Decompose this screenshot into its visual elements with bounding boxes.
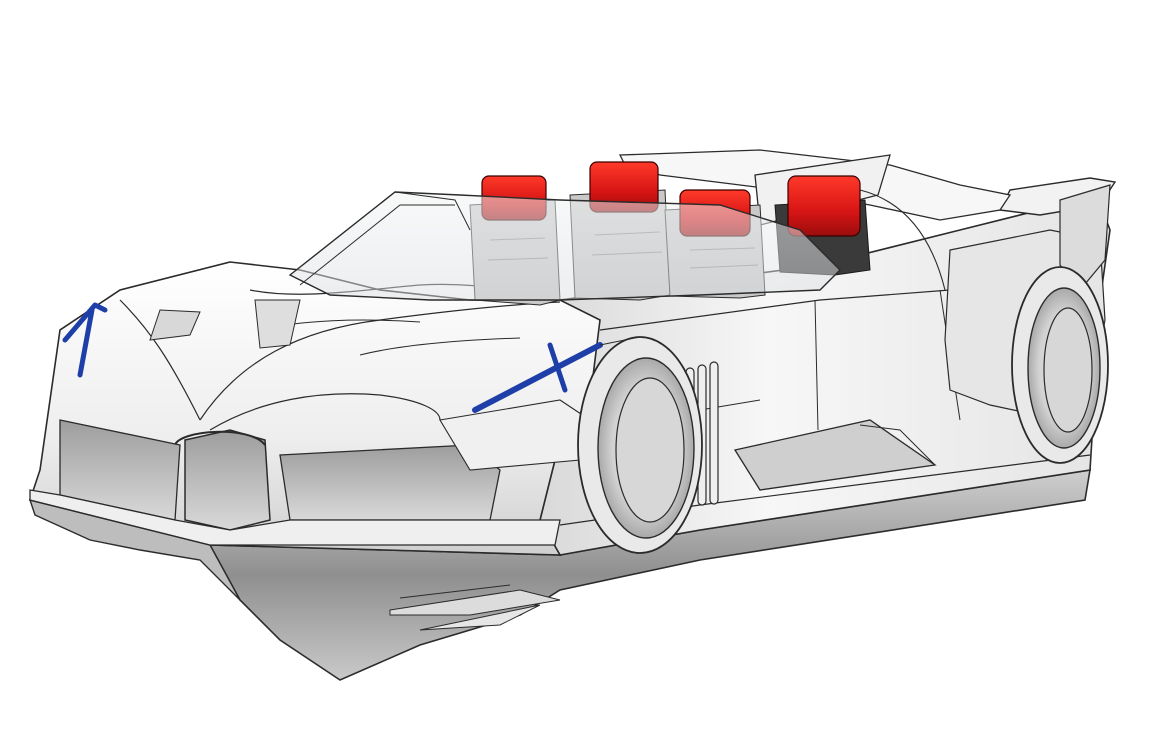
front-fascia (29, 399, 591, 546)
front-wheel (577, 336, 703, 554)
rear-wing (998, 177, 1117, 291)
blue-accents (62, 302, 603, 413)
windshield (288, 191, 841, 301)
rear-wheel (1011, 266, 1109, 464)
